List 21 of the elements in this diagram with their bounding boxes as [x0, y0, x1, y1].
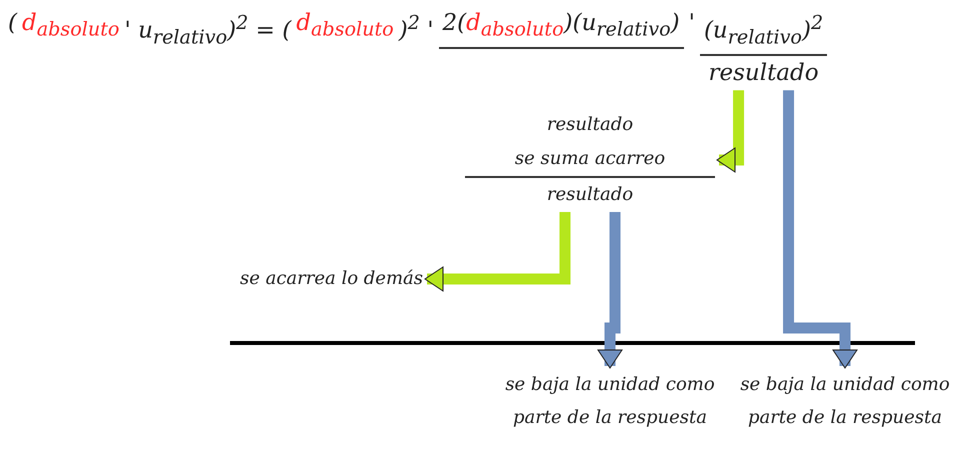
- equation-term: ' u$_{relativo}$)$^{2}$ = (: [124, 10, 292, 50]
- step-text: se baja la unidad como parte de la respuesta: [505, 368, 715, 434]
- arrow: [716, 90, 744, 172]
- equation-term: (: [8, 9, 17, 38]
- equation-term: )(u$_{relativo}$): [564, 9, 680, 43]
- equation-term: d$_{absoluto}$: [466, 9, 564, 43]
- arrow: [424, 212, 570, 292]
- step-text: resultado: [708, 56, 819, 90]
- arrow: [783, 90, 858, 368]
- step-text: se acarrea lo demás: [240, 262, 423, 296]
- step-text: se baja la unidad como parte de la respuesta: [740, 368, 950, 434]
- equation-term: )$^{2}$ ': [398, 10, 434, 46]
- equation-term: d$_{absoluto}$: [22, 9, 120, 43]
- equation-term: 2(: [442, 9, 466, 38]
- step-text: resultado: [465, 178, 715, 212]
- equation-term: ': [688, 9, 695, 38]
- equation-term: d$_{absoluto}$: [296, 9, 394, 43]
- step-text: resultado: [465, 108, 715, 142]
- arrow: [598, 212, 622, 368]
- equation-term: (u$_{relativo}$)$^{2}$: [704, 10, 824, 50]
- step-text: se suma acarreo: [465, 142, 715, 178]
